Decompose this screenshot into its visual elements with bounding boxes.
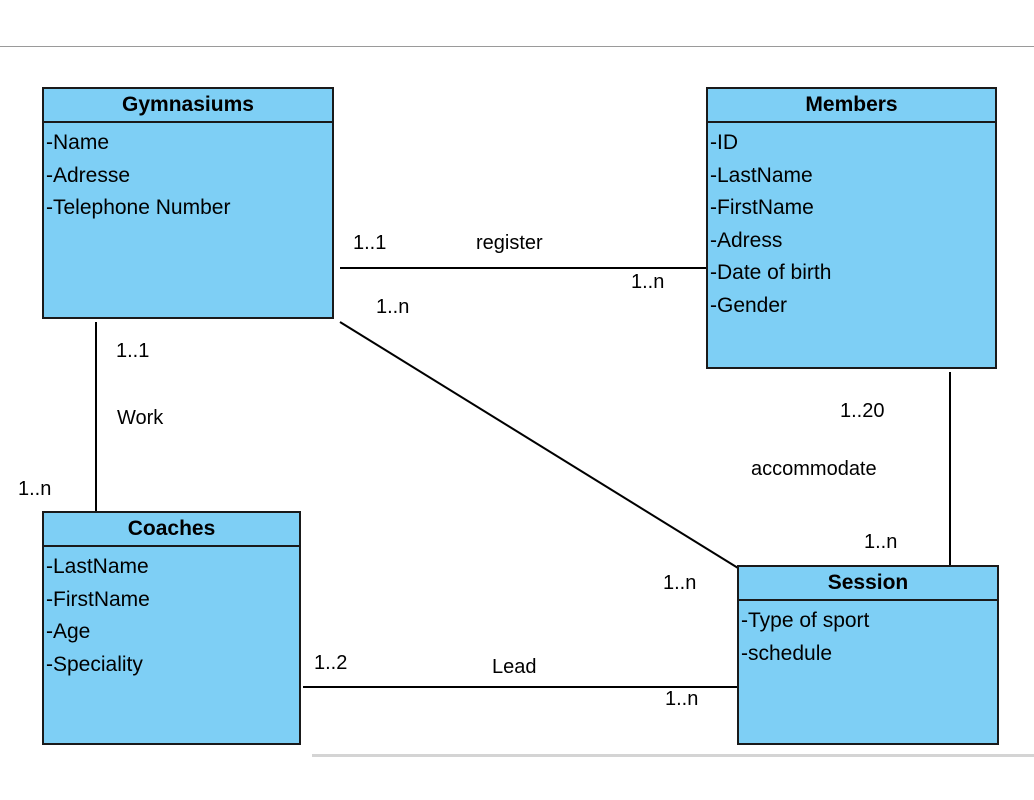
entity-session[interactable]: Session -Type of sport -schedule xyxy=(737,565,999,745)
bottom-divider xyxy=(312,754,1034,757)
entity-members[interactable]: Members -ID -LastName -FirstName -Adress… xyxy=(706,87,997,369)
register-from-multiplicity: 1..1 xyxy=(353,232,387,254)
entity-title: Session xyxy=(739,567,997,601)
attribute: -Telephone Number xyxy=(46,196,231,219)
entity-title: Members xyxy=(708,89,995,123)
entity-gymnasiums[interactable]: Gymnasiums -Name -Adresse -Telephone Num… xyxy=(42,87,334,319)
attribute: -Date of birth xyxy=(710,261,832,284)
entity-title: Coaches xyxy=(44,513,299,547)
lead-from-multiplicity: 1..2 xyxy=(314,652,348,674)
attribute: -Gender xyxy=(710,293,788,317)
attribute: -Adress xyxy=(710,228,783,252)
attribute: -Speciality xyxy=(46,652,143,676)
gym-session-line xyxy=(339,321,739,569)
attribute: -Age xyxy=(46,620,91,643)
top-divider xyxy=(0,46,1034,47)
work-from-multiplicity: 1..1 xyxy=(116,340,150,362)
lead-label: Lead xyxy=(492,656,537,678)
attribute: -Type of sport xyxy=(741,609,870,632)
entity-title: Gymnasiums xyxy=(44,89,332,123)
entity-coaches[interactable]: Coaches -LastName -FirstName -Age -Speci… xyxy=(42,511,301,745)
accommodate-to-multiplicity: 1..n xyxy=(864,531,898,553)
gym-session-to-multiplicity: 1..n xyxy=(663,572,697,594)
attribute: -FirstName xyxy=(710,196,814,219)
accommodate-label: accommodate xyxy=(751,458,877,480)
work-label: Work xyxy=(117,407,164,429)
register-label: register xyxy=(476,232,543,254)
attribute: -FirstName xyxy=(46,587,150,611)
register-to-multiplicity: 1..n xyxy=(631,271,665,293)
attribute: -ID xyxy=(710,131,738,154)
work-to-multiplicity: 1..n xyxy=(18,478,52,500)
accommodate-from-multiplicity: 1..20 xyxy=(840,400,885,422)
attribute: -schedule xyxy=(741,641,833,665)
attribute: -Adresse xyxy=(46,163,131,187)
lead-to-multiplicity: 1..n xyxy=(665,688,699,710)
gym-session-from-multiplicity: 1..n xyxy=(376,296,410,318)
attribute: -LastName xyxy=(710,163,813,187)
attribute: -Name xyxy=(46,131,110,154)
attribute: -LastName xyxy=(46,555,149,578)
